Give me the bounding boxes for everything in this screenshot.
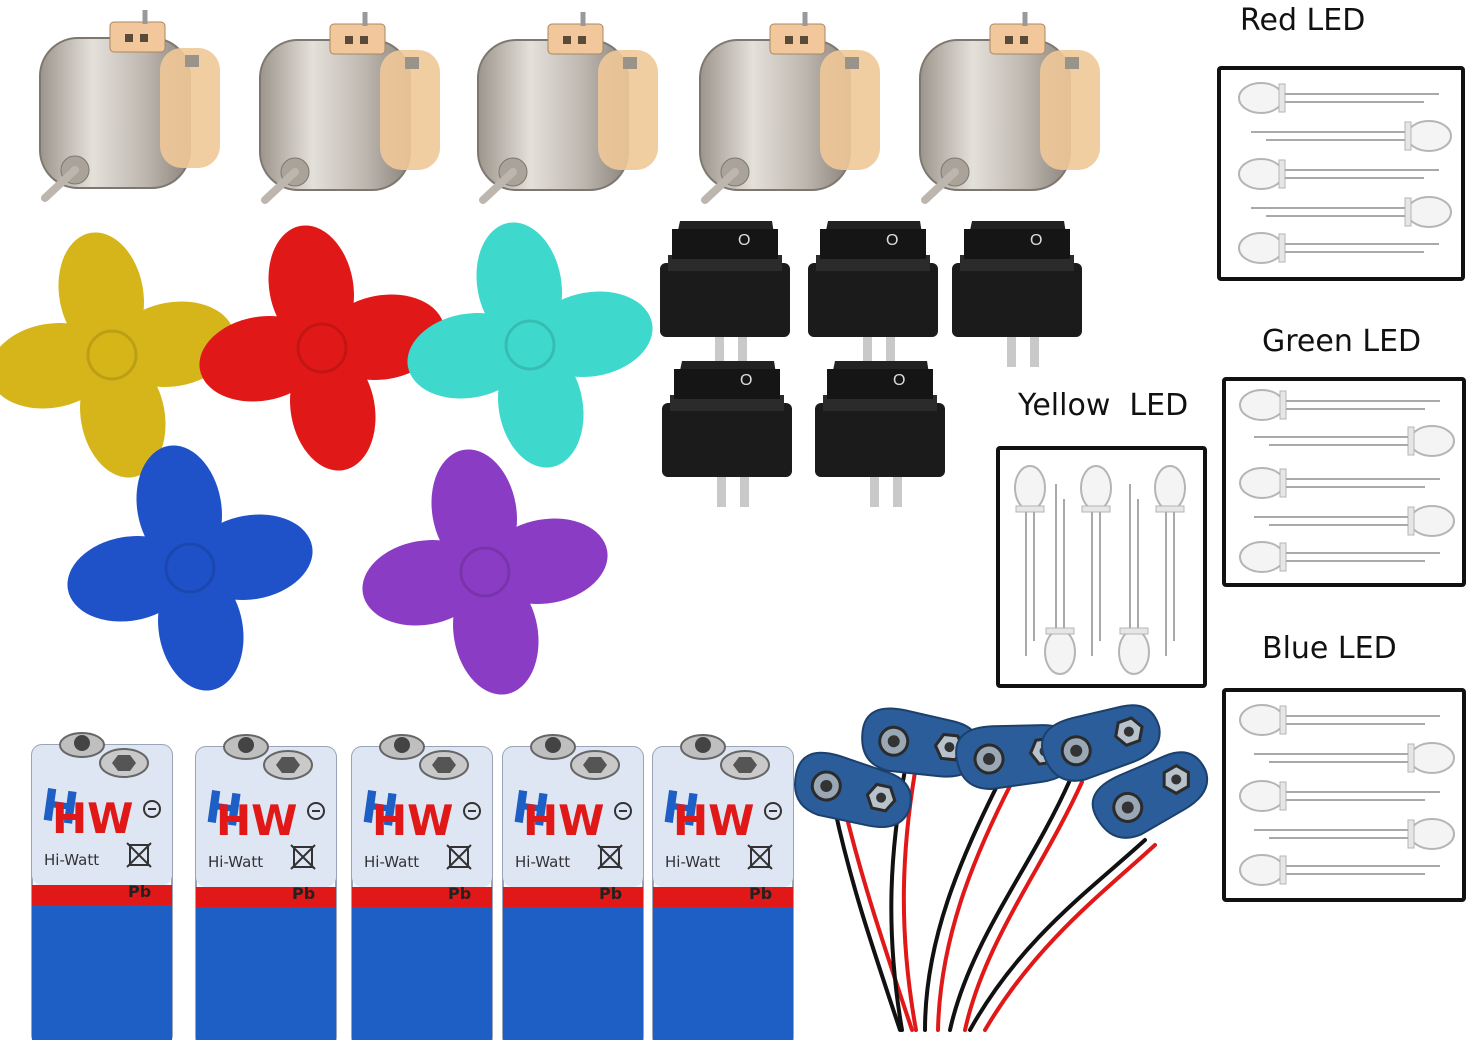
battery-3: HW Hi-Watt Pb <box>351 734 493 1040</box>
battery-type: Pb <box>292 884 315 903</box>
switch-mark: O <box>886 232 898 249</box>
motor-3 <box>478 12 658 200</box>
batteries: H HW Hi-Watt Pb HW Hi-Watt Pb HW Hi-Watt… <box>31 732 794 1040</box>
battery-name: Hi-Watt <box>515 853 570 871</box>
battery-2: HW Hi-Watt Pb <box>195 734 337 1040</box>
battery-name: Hi-Watt <box>665 853 720 871</box>
battery-type: Pb <box>448 884 471 903</box>
fan-purple <box>354 441 616 703</box>
propeller-fans <box>0 214 661 703</box>
switch-mark: O <box>893 372 905 389</box>
blue-led-box <box>1222 688 1466 902</box>
switch-1: O <box>660 221 790 367</box>
battery-brand: HW <box>52 794 133 843</box>
battery-name: Hi-Watt <box>208 853 263 871</box>
yellow-led-label: Yellow LED <box>1018 388 1189 423</box>
motor-2 <box>260 12 440 200</box>
battery-brand: HW <box>673 796 754 845</box>
red-led-box <box>1217 66 1465 281</box>
battery-type: Pb <box>128 882 151 901</box>
green-led-label: Green LED <box>1262 324 1422 359</box>
switch-5: O <box>815 361 945 507</box>
green-led-box <box>1222 377 1466 587</box>
switch-mark: O <box>738 232 750 249</box>
battery-1: HW Hi-Watt Pb <box>31 732 173 1040</box>
switch-4: O <box>662 361 792 507</box>
motor-5 <box>920 12 1100 200</box>
switch-mark: O <box>740 372 752 389</box>
motor-1 <box>40 10 220 198</box>
battery-5: HW Hi-Watt Pb <box>652 734 794 1040</box>
rocker-switches: O O O O O <box>660 221 1082 507</box>
dc-motors <box>0 0 1200 230</box>
battery-4: HW Hi-Watt Pb <box>502 734 644 1040</box>
motor-4 <box>700 12 880 200</box>
battery-type: Pb <box>749 884 772 903</box>
blue-leds <box>1239 704 1455 886</box>
fan-blue <box>59 437 321 699</box>
battery-brand: HW <box>216 796 297 845</box>
battery-name: Hi-Watt <box>44 851 99 869</box>
switch-mark: O <box>1030 232 1042 249</box>
red-led-label: Red LED <box>1240 3 1366 38</box>
yellow-led-box <box>996 446 1207 688</box>
switch-3: O <box>952 221 1082 367</box>
blue-led-label: Blue LED <box>1262 631 1397 666</box>
switch-2: O <box>808 221 938 367</box>
yellow-leds <box>1014 465 1186 675</box>
battery-type: Pb <box>599 884 622 903</box>
green-leds <box>1239 389 1455 573</box>
battery-name: Hi-Watt <box>364 853 419 871</box>
red-leds <box>1238 82 1452 264</box>
battery-snap-connectors <box>787 689 1219 1032</box>
fan-cyan <box>399 214 661 476</box>
battery-brand: HW <box>372 796 453 845</box>
battery-brand: HW <box>523 796 604 845</box>
